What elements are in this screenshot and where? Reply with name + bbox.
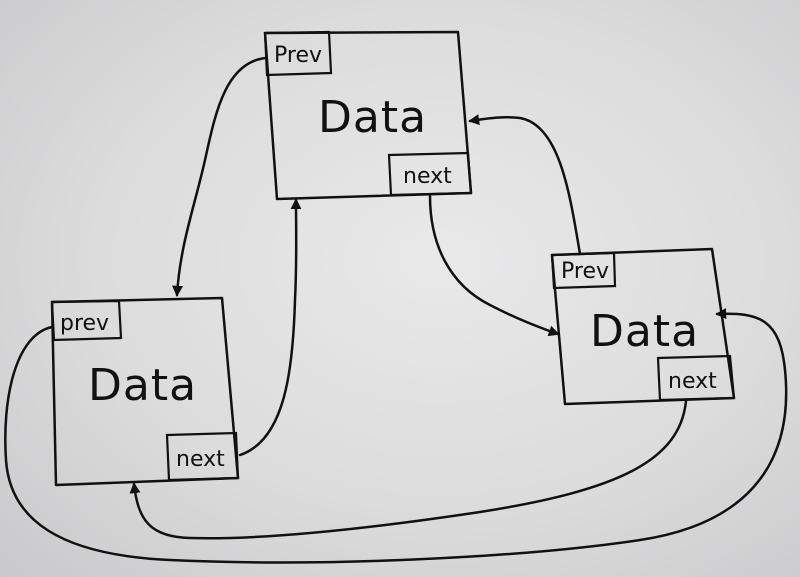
node-left-prev-label: prev [60, 311, 109, 336]
arrow-top-next-to-right [428, 194, 560, 337]
arrow-top-prev-to-left [172, 56, 268, 297]
node-left: prev Data next [50, 296, 240, 487]
node-right-next-label: next [668, 369, 717, 394]
node-left-data-label: Data [88, 360, 197, 411]
node-top-next-label: next [403, 164, 452, 189]
arrow-right-next-to-left [129, 399, 688, 540]
node-left-prev-box [50, 299, 123, 342]
node-top-data-label: Data [318, 92, 427, 143]
node-top-next-box [387, 151, 473, 197]
node-right-prev-box [550, 251, 617, 290]
node-top: Prev Data next [263, 30, 473, 201]
arrow-right-prev-to-top [468, 114, 582, 256]
node-right: Prev Data next [550, 247, 736, 406]
arrow-left-next-to-top [238, 198, 302, 457]
node-left-next-label: next [176, 447, 225, 472]
node-right-prev-label: Prev [561, 259, 609, 284]
node-right-data-label: Data [590, 306, 699, 357]
node-top-prev-label: Prev [274, 43, 322, 68]
arrow-left-prev-to-right [4, 308, 788, 564]
node-left-next-box [165, 431, 240, 482]
node-top-prev-box [263, 30, 333, 77]
node-right-next-box [656, 354, 736, 402]
